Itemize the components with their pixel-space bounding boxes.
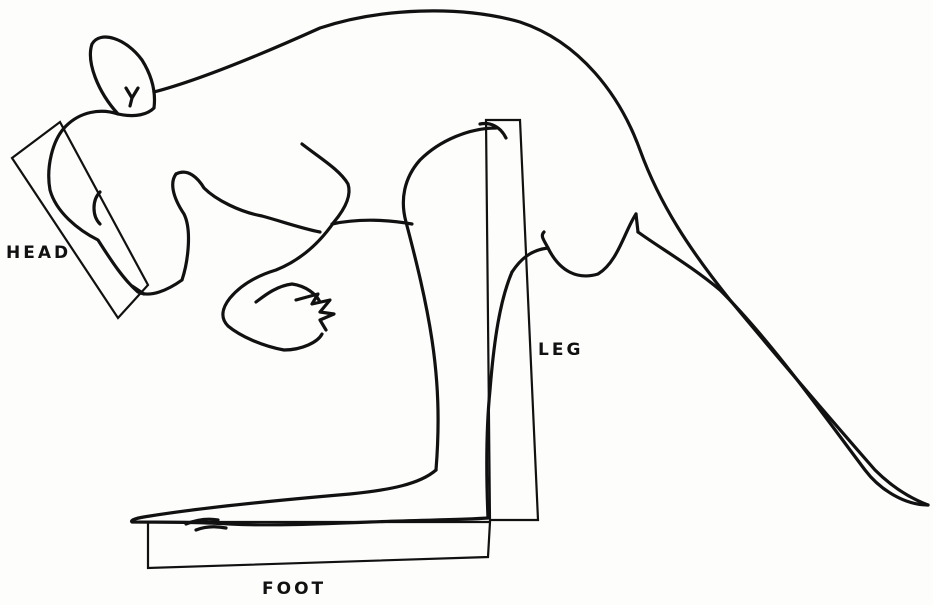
back-outline [154,11,928,505]
rump-outline [542,214,636,276]
inner-thigh [512,248,548,272]
leg-measure-box [486,120,538,520]
head-measure-box [12,122,148,318]
forearm-lower [223,222,334,350]
forearm-inner [256,284,320,302]
foot-label: FOOT [262,581,326,598]
chest-outline [332,220,412,224]
knee-detail [480,124,506,138]
ear-outline [90,37,154,116]
tail-outline [638,232,928,505]
forepaw-claws [296,294,334,330]
foot-outline [132,470,488,525]
eye-mark [94,192,100,224]
head-label: HEAD [6,245,71,262]
haunch-notch [636,214,638,232]
leg-label: LEG [538,342,583,359]
forearm-upper [302,144,349,222]
ear-mark [126,88,138,106]
hind-leg-front [403,128,496,470]
neck-outline [176,172,320,232]
